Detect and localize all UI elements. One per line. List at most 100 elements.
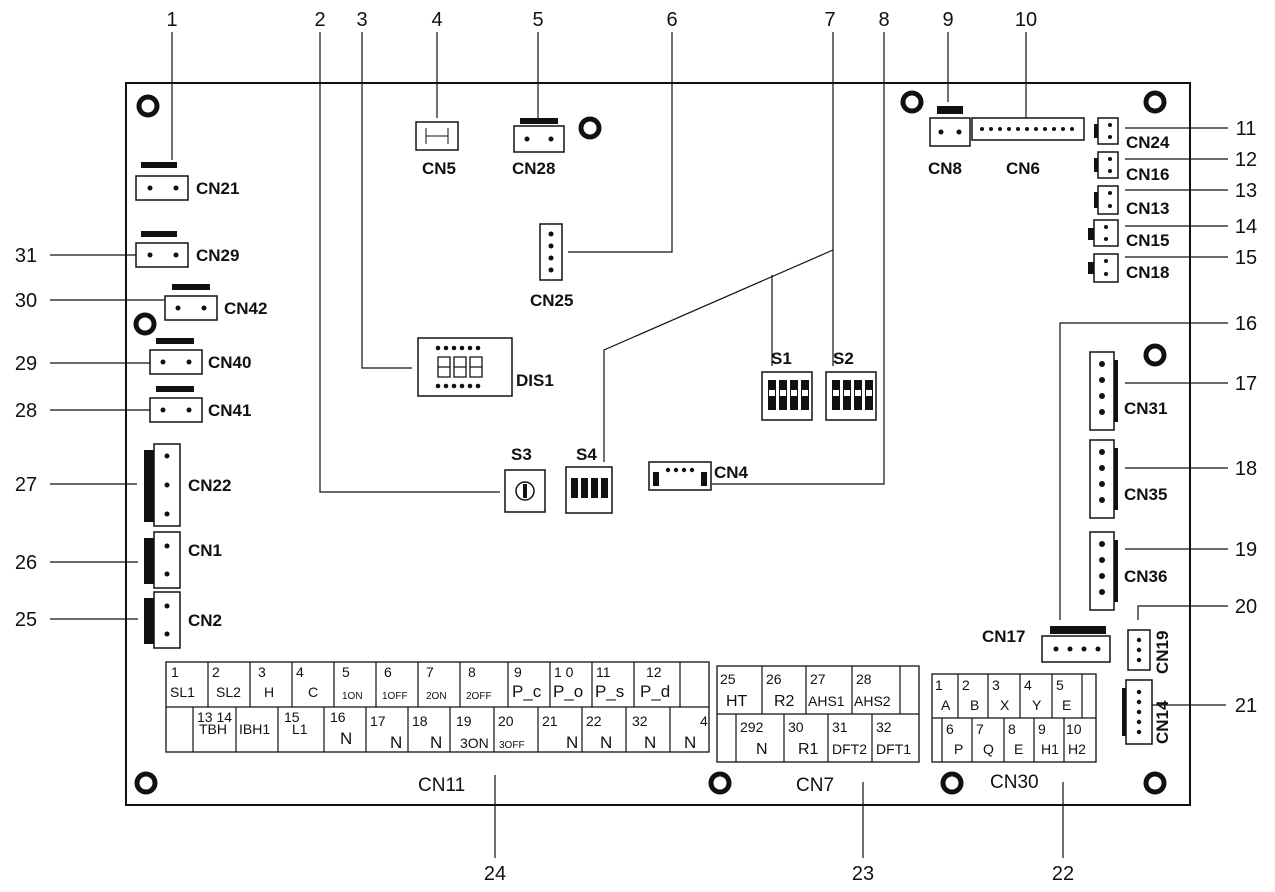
- cn29-label: CN29: [196, 246, 239, 265]
- cn28-label: CN28: [512, 159, 555, 178]
- connector-cn14: CN14: [1122, 679, 1172, 745]
- cn11-top-num-12: 12: [646, 664, 662, 680]
- cn30-top-lbl-1: A: [941, 697, 951, 713]
- callout-9: 9: [942, 9, 953, 31]
- cn16-label: CN16: [1126, 165, 1169, 184]
- cn7-top-num-1: 25: [720, 671, 736, 687]
- cn11-top-lbl-11: P_s: [595, 682, 624, 701]
- cn30-bot-lbl-5: H2: [1068, 741, 1086, 757]
- callout-3: 3: [356, 9, 367, 31]
- switch-s3: S3: [504, 445, 546, 513]
- callout-4: 4: [431, 9, 442, 31]
- cn13-label: CN13: [1126, 199, 1169, 218]
- connector-cn35: CN35: [1089, 439, 1167, 519]
- display-dis1: DIS1: [417, 337, 554, 397]
- callout-19: 19: [1235, 539, 1257, 561]
- cn11-top-lbl-2: SL2: [216, 684, 241, 700]
- cn4-label: CN4: [714, 463, 749, 482]
- cn42-label: CN42: [224, 299, 267, 318]
- cn11-bot-lbl-2: TBH: [199, 721, 227, 737]
- cn11-top-num-4: 4: [296, 664, 304, 680]
- cn30-top-lbl-3: X: [1000, 697, 1010, 713]
- connector-cn36: CN36: [1089, 531, 1167, 611]
- switch-s1: S1: [761, 349, 813, 421]
- connector-cn40: CN40: [149, 338, 251, 375]
- connector-cn24: CN24: [1094, 117, 1170, 152]
- callout-20: 20: [1235, 596, 1257, 618]
- s2-label: S2: [833, 349, 854, 368]
- cn30-top-num-1: 1: [935, 677, 943, 693]
- connector-cn41: CN41: [149, 386, 251, 423]
- cn11-top-num-1: 1: [171, 664, 179, 680]
- callout-21: 21: [1235, 695, 1257, 717]
- callout-23: 23: [852, 863, 874, 885]
- cn7-label: CN7: [796, 775, 834, 796]
- connector-cn4: CN4: [648, 461, 749, 491]
- cn11-bot-num-2: 13 14: [197, 709, 232, 725]
- cn7-top-num-2: 26: [766, 671, 782, 687]
- callout-18: 18: [1235, 458, 1257, 480]
- cn30-bot-num-2: 7: [976, 721, 984, 737]
- cn7-bot-num-5: 32: [876, 719, 892, 735]
- callout-10: 10: [1015, 9, 1037, 31]
- cn7-top-lbl-1: HT: [726, 693, 748, 710]
- s4-label: S4: [576, 445, 597, 464]
- callout-14: 14: [1235, 216, 1257, 238]
- cn7-top-num-4: 28: [856, 671, 872, 687]
- terminal-block-cn11: 1 2 3 4 5 6 7 8 9 1 0 11 12 SL1 SL2 H C …: [165, 661, 710, 796]
- cn36-label: CN36: [1124, 567, 1167, 586]
- callout-25: 25: [15, 609, 37, 631]
- callout-24: 24: [484, 863, 506, 885]
- cn11-bot-lbl-10: N: [566, 733, 578, 752]
- cn8-label: CN8: [928, 159, 962, 178]
- cn11-bot-lbl-3: IBH1: [239, 721, 270, 737]
- cn7-bot-lbl-5: DFT1: [876, 741, 911, 757]
- callout-6: 6: [666, 9, 677, 31]
- mounting-holes: [133, 90, 1167, 795]
- cn11-top-num-3: 3: [258, 664, 266, 680]
- cn11-bot-lbl-5: N: [340, 729, 352, 748]
- callout-7: 7: [824, 9, 835, 31]
- cn7-bot-num-3: 30: [788, 719, 804, 735]
- callout-26: 26: [15, 552, 37, 574]
- s1-label: S1: [771, 349, 792, 368]
- cn30-top-num-2: 2: [962, 677, 970, 693]
- connector-cn22: CN22: [144, 443, 231, 527]
- callout-1: 1: [166, 9, 177, 31]
- cn11-bot-num-9: 20: [498, 713, 514, 729]
- cn11-top-lbl-5: 1ON: [342, 691, 363, 702]
- cn11-top-num-5: 5: [342, 664, 350, 680]
- cn30-bot-lbl-3: E: [1014, 741, 1023, 757]
- cn30-bot-lbl-1: P: [954, 741, 963, 757]
- cn30-bot-num-1: 6: [946, 721, 954, 737]
- cn40-label: CN40: [208, 353, 251, 372]
- terminal-block-cn7: 25 26 27 28 292 30 31 32 HT R2 AHS1 AHS2…: [716, 665, 920, 796]
- callout-numbers: 1 2 3 4 5 6 7 8 9 10 11 12 13 14 15 16 1…: [15, 9, 1257, 885]
- callout-12: 12: [1235, 149, 1257, 171]
- cn11-bot-num-8: 19: [456, 713, 472, 729]
- cn11-top-num-6: 6: [384, 664, 392, 680]
- connector-cn17: CN17: [982, 626, 1111, 663]
- cn7-bot-num-2: 292: [740, 719, 764, 735]
- cn7-top-lbl-3: AHS1: [808, 693, 845, 709]
- connector-cn19: CN19: [1127, 629, 1172, 674]
- callout-29: 29: [15, 353, 37, 375]
- cn30-bot-num-5: 10: [1066, 721, 1082, 737]
- cn11-bot-lbl-4: L1: [292, 721, 308, 737]
- cn11-bot-num-5: 16: [330, 709, 346, 725]
- cn24-label: CN24: [1126, 133, 1170, 152]
- connector-cn21: CN21: [135, 162, 239, 201]
- cn17-label: CN17: [982, 627, 1025, 646]
- cn11-top-lbl-1: SL1: [170, 684, 195, 700]
- cn11-top-lbl-10: P_o: [553, 682, 583, 701]
- cn11-bot-num-12: 32: [632, 713, 648, 729]
- cn11-bot-num-4: 15: [284, 709, 300, 725]
- callout-5: 5: [532, 9, 543, 31]
- connector-cn5: CN5: [415, 121, 459, 178]
- cn11-bot-lbl-11: N: [600, 733, 612, 752]
- cn11-bot-num-7: 18: [412, 713, 428, 729]
- cn11-bot-num-13: 4: [700, 713, 708, 729]
- cn30-top-num-3: 3: [992, 677, 1000, 693]
- connector-cn29: CN29: [135, 231, 239, 268]
